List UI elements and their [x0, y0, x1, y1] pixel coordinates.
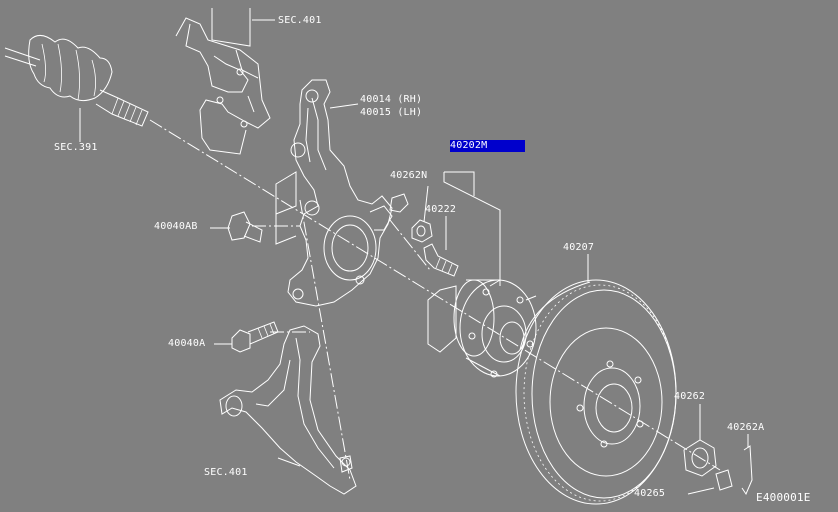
brake-rotor-drawing [515, 254, 677, 505]
hub-assembly-drawing [427, 171, 537, 378]
strut-bracket-drawing [175, 8, 275, 155]
label-hub-assembly-selected[interactable]: 40202M [450, 140, 526, 152]
label-knuckle-lh: 40015 (LH) [360, 107, 423, 118]
label-40265: 40265 [634, 488, 666, 499]
axle-nut-drawing [683, 404, 753, 496]
label-sec-391: SEC.391 [54, 142, 98, 153]
label-knuckle-rh: 40014 (RH) [360, 94, 423, 105]
knuckle-drawing [275, 79, 393, 307]
bolt-40040ab-drawing [210, 211, 263, 243]
label-40207: 40207 [563, 242, 595, 253]
label-40262a: 40262A [727, 422, 765, 433]
bolt-40040a-drawing [214, 321, 279, 353]
label-40222: 40222 [425, 204, 457, 215]
label-40040ab: 40040AB [154, 221, 198, 232]
label-sec-401-bottom: SEC.401 [204, 467, 248, 478]
center-lines [149, 119, 721, 481]
lower-arm-drawing [219, 325, 357, 495]
label-40040a: 40040A [168, 338, 206, 349]
label-40262n: 40262N [390, 170, 428, 181]
figure-id: E400001E [756, 491, 811, 504]
label-sec-401-top: SEC.401 [278, 15, 322, 26]
hub-fasteners-drawing [389, 185, 459, 277]
driveshaft-drawing [4, 35, 149, 142]
label-40262: 40262 [674, 391, 706, 402]
